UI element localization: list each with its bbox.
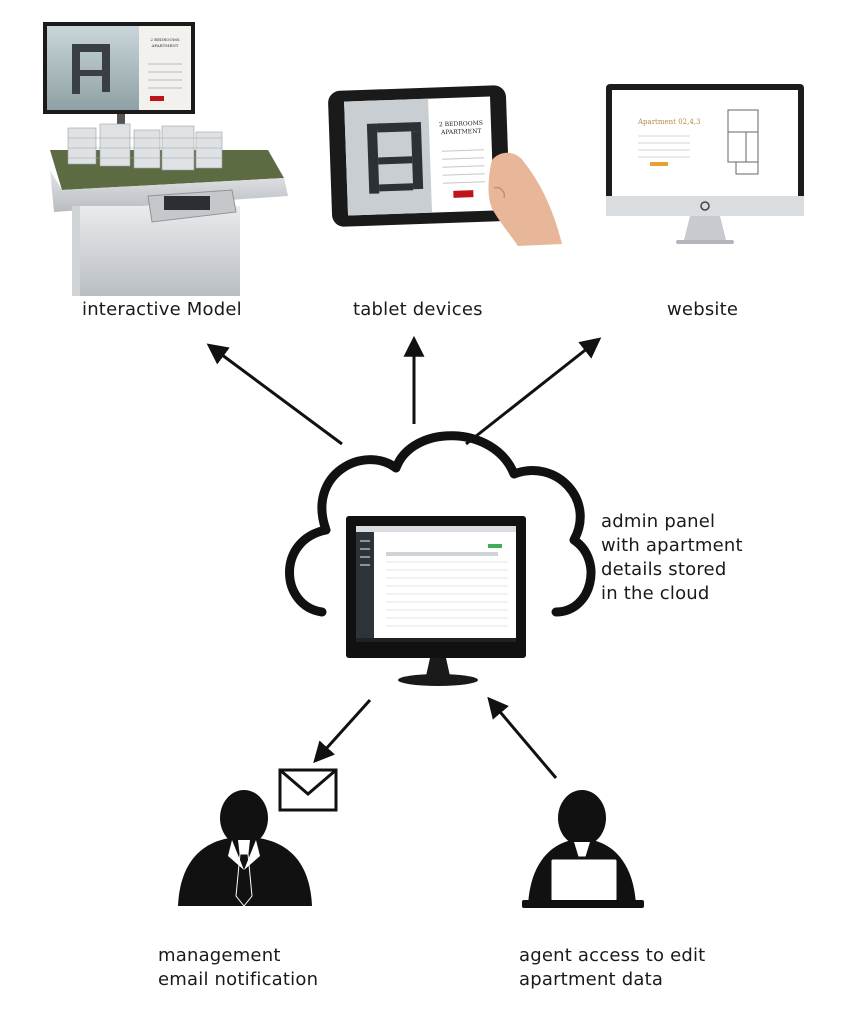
admin-panel-label: admin panel with apartment details store… — [601, 510, 743, 606]
management-label: management email notification — [158, 944, 318, 992]
arrow-to-website — [465, 337, 602, 446]
website-screen-title: Apartment 02,4,3 — [637, 118, 700, 126]
hand-icon — [488, 152, 562, 246]
interactive-model-illustration: 2 BEDROOMS APARTMENT — [43, 22, 288, 296]
arrow-to-management — [313, 698, 372, 764]
website-illustration: Apartment 02,4,3 — [606, 84, 804, 244]
agent-label-line: agent access to edit — [519, 945, 706, 966]
kiosk-screen-title-1: 2 BEDROOMS — [150, 37, 180, 42]
laptop-icon — [548, 856, 620, 904]
tablet-screen-title-2: APARTMENT — [440, 128, 482, 136]
agent-label-line: apartment data — [519, 969, 664, 990]
admin-panel-label-line: with apartment — [601, 535, 743, 556]
interactive-model-label: interactive Model — [82, 299, 242, 320]
arrow-to-model — [206, 343, 343, 446]
agent-icon — [522, 790, 644, 908]
kiosk-screen-title-2: APARTMENT — [151, 43, 179, 48]
management-label-line: email notification — [158, 969, 319, 990]
tablet-screen-title-1: 2 BEDROOMS — [439, 120, 483, 129]
admin-panel-label-line: details stored — [601, 559, 727, 580]
tablet-illustration: 2 BEDROOMS APARTMENT — [328, 85, 562, 246]
cloud-icon — [285, 431, 596, 617]
admin-panel-label-line: admin panel — [601, 511, 716, 532]
envelope-icon — [278, 768, 338, 812]
arrows — [206, 335, 602, 779]
website-label: website — [667, 299, 739, 320]
management-label-line: management — [158, 945, 281, 966]
agent-label: agent access to edit apartment data — [519, 944, 705, 992]
arrow-from-agent — [487, 696, 558, 779]
tablet-devices-label: tablet devices — [353, 299, 483, 320]
admin-panel-label-line: in the cloud — [601, 583, 710, 604]
admin-monitor — [346, 516, 526, 686]
manager-icon — [178, 790, 312, 907]
